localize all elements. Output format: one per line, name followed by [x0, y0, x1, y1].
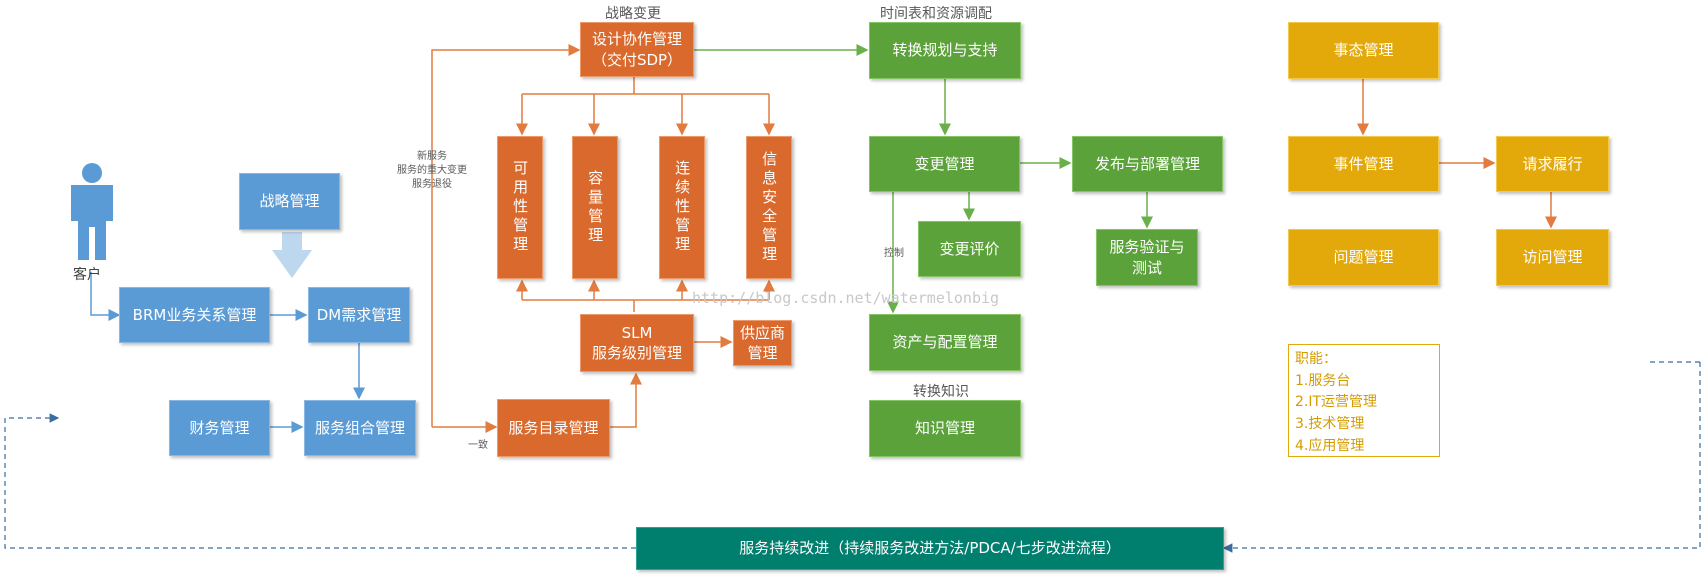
planning-box[interactable]: 转换规划与支持	[869, 22, 1021, 79]
blue-connectors	[90, 272, 365, 433]
release-box[interactable]: 发布与部署管理	[1072, 136, 1223, 192]
brm-box[interactable]: BRM业务关系管理	[119, 287, 270, 343]
person-icon	[71, 163, 113, 260]
incident-box[interactable]: 事件管理	[1288, 136, 1439, 192]
dm-box[interactable]: DM需求管理	[308, 287, 410, 343]
function-item: 3.技术管理	[1295, 416, 1365, 433]
functions-title: 职能：	[1295, 351, 1337, 367]
catalog-box[interactable]: 服务目录管理	[497, 399, 610, 457]
functions-legend: 职能： 1.服务台 2.IT运营管理 3.技术管理 4.应用管理	[1288, 344, 1440, 457]
watermark: http://blog.csdn.net/watermelonbig	[692, 289, 1000, 307]
control-note: 控制	[884, 248, 904, 259]
capacity-box[interactable]: 容量管理	[572, 136, 618, 279]
finance-box[interactable]: 财务管理	[169, 400, 270, 456]
orange-connectors	[431, 44, 775, 433]
function-item: 4.应用管理	[1295, 437, 1365, 454]
knowledge-header: 转换知识	[913, 384, 969, 400]
csi-loop	[4, 361, 1701, 553]
validation-box[interactable]: 服务验证与 测试	[1096, 229, 1198, 286]
continuity-box[interactable]: 连续性管理	[659, 136, 705, 279]
sdp-box[interactable]: 设计协作管理 （交付SDP）	[580, 22, 694, 77]
transition-header: 时间表和资源调配	[880, 6, 992, 22]
green-connectors	[694, 44, 1153, 314]
design-header: 战略变更	[605, 6, 661, 22]
supplier-box[interactable]: 供应商 管理	[733, 320, 792, 366]
function-item: 2.IT运营管理	[1295, 394, 1378, 411]
request-box[interactable]: 请求履行	[1496, 136, 1609, 192]
slm-box[interactable]: SLM 服务级别管理	[580, 314, 694, 372]
down-arrow-icon	[272, 232, 312, 278]
customer-label: 客户	[73, 267, 101, 283]
availability-box[interactable]: 可用性管理	[497, 136, 543, 279]
security-box[interactable]: 信息安全管理	[746, 136, 792, 279]
knowledge-box[interactable]: 知识管理	[869, 400, 1021, 457]
consistent-note: 一致	[468, 440, 488, 451]
event-box[interactable]: 事态管理	[1288, 22, 1439, 79]
portfolio-box[interactable]: 服务组合管理	[304, 400, 416, 456]
asset-box[interactable]: 资产与配置管理	[869, 314, 1021, 371]
problem-box[interactable]: 问题管理	[1288, 229, 1439, 286]
new-service-note: 新服务 服务的重大变更 服务退役	[397, 151, 467, 190]
function-item: 1.服务台	[1295, 372, 1351, 389]
csi-bar[interactable]: 服务持续改进（持续服务改进方法/PDCA/七步改进流程）	[636, 527, 1224, 570]
change-eval-box[interactable]: 变更评价	[918, 221, 1021, 277]
change-box[interactable]: 变更管理	[869, 136, 1020, 192]
operation-connectors	[1357, 79, 1557, 229]
access-box[interactable]: 访问管理	[1496, 229, 1609, 286]
strategy-mgmt-box[interactable]: 战略管理	[239, 173, 340, 230]
